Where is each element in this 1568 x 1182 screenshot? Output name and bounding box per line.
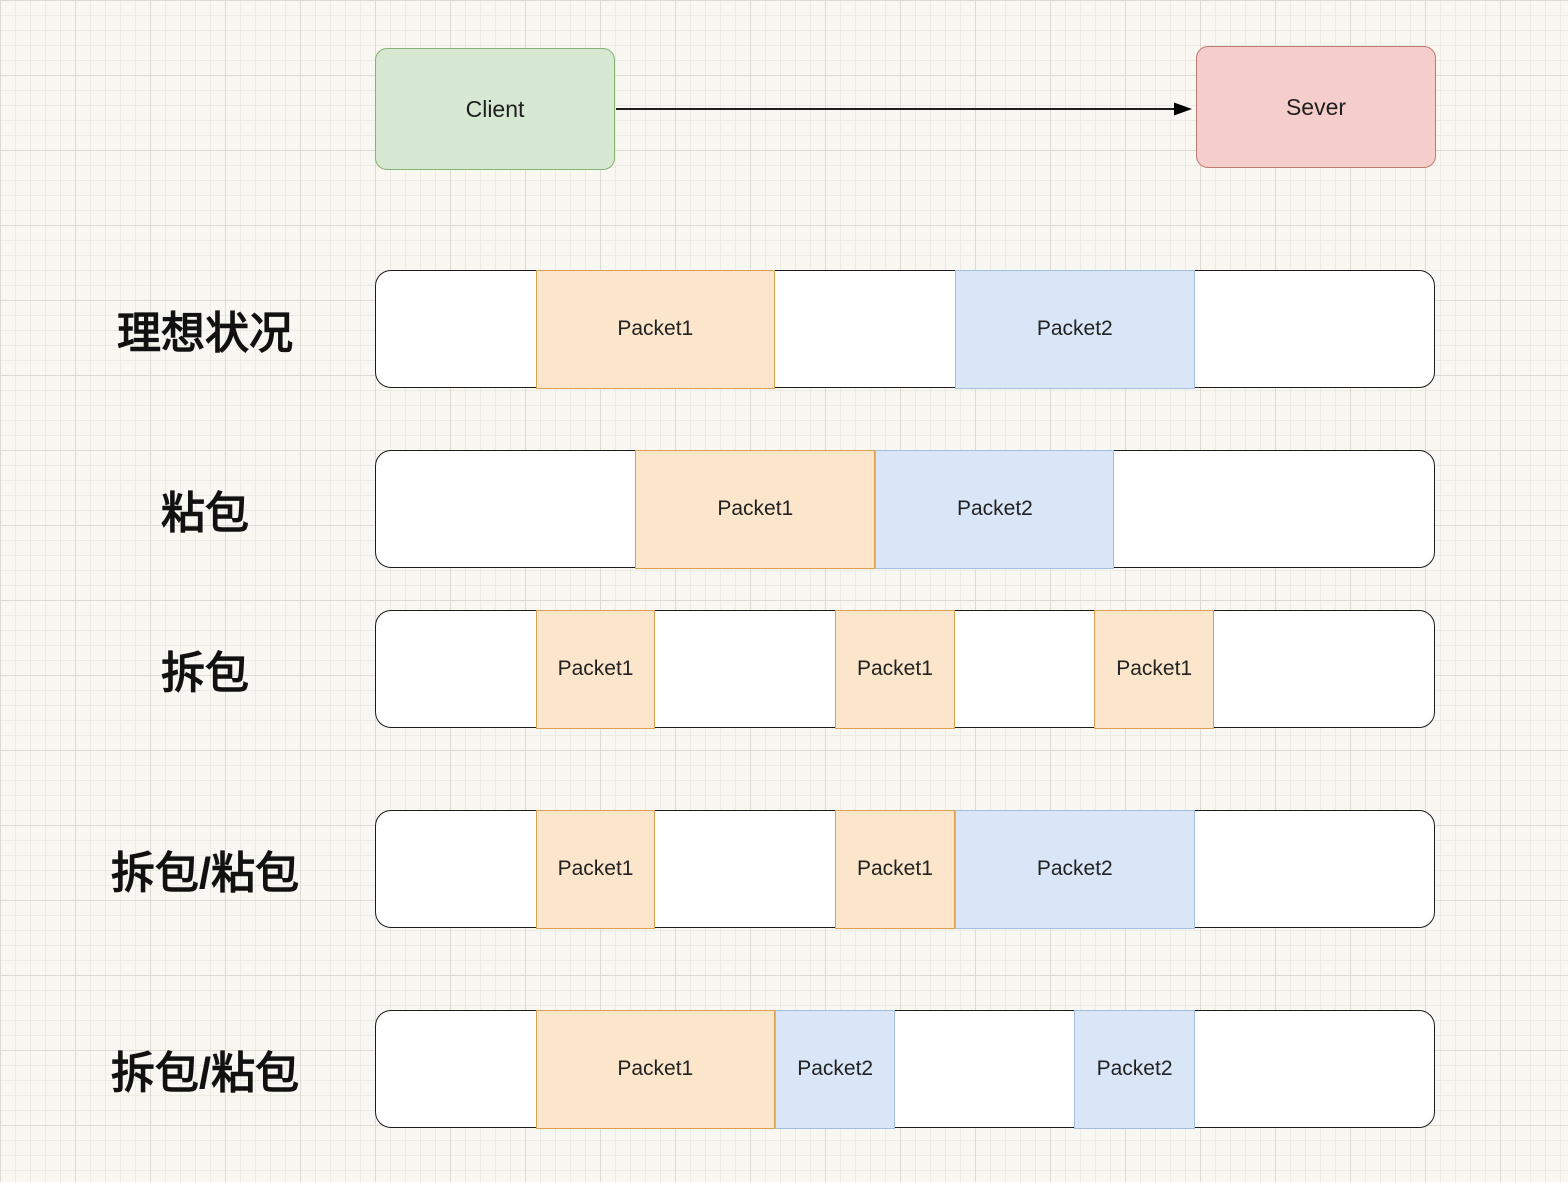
packet1-segment: Packet1 — [635, 449, 876, 569]
scenario-label: 粘包 — [161, 489, 249, 538]
client-label: Client — [465, 95, 525, 122]
scenario-label: 拆包/粘包 — [110, 849, 300, 898]
packet1-segment: Packet1 — [535, 809, 656, 929]
packet1-segment: Packet1 — [535, 269, 775, 389]
packet2-segment: Packet2 — [1074, 1009, 1195, 1129]
server-node: Sever — [1196, 46, 1436, 168]
packet2-segment: Packet2 — [774, 1009, 896, 1129]
byte-stream-pipe: Packet1 Packet1 Packet1 — [375, 609, 1435, 729]
packet1-segment: Packet1 — [835, 809, 955, 929]
scenario-row: 理想状况 Packet1 Packet2 — [0, 269, 1568, 389]
scenario-row: 拆包 Packet1 Packet1 Packet1 — [0, 609, 1568, 729]
server-label: Sever — [1285, 93, 1347, 120]
packet1-segment: Packet1 — [535, 1009, 775, 1129]
scenario-label: 理想状况 — [117, 309, 293, 358]
byte-stream-pipe: Packet1 Packet2 — [375, 269, 1435, 389]
packet1-segment: Packet1 — [535, 609, 656, 729]
packet2-segment: Packet2 — [954, 809, 1195, 929]
packet2-segment: Packet2 — [954, 269, 1195, 389]
packet1-segment: Packet1 — [835, 609, 955, 729]
packet2-segment: Packet2 — [875, 449, 1115, 569]
client-node: Client — [375, 48, 615, 170]
scenario-label: 拆包/粘包 — [110, 1049, 300, 1098]
packet1-segment: Packet1 — [1094, 609, 1214, 729]
scenario-label: 拆包 — [161, 649, 249, 698]
